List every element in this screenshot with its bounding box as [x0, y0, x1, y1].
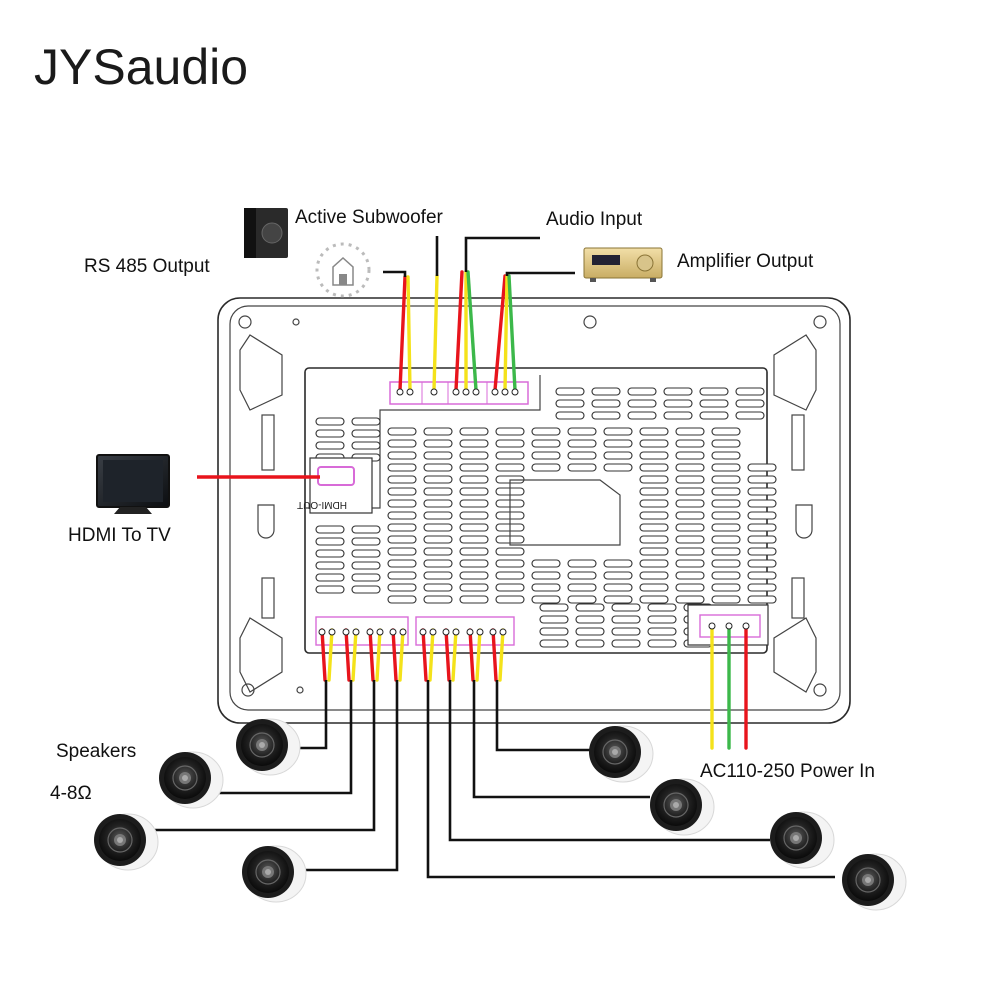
- wire-bundle: [318, 236, 750, 750]
- ceiling-speaker-icon: [241, 845, 307, 903]
- speaker-leads: [145, 680, 835, 879]
- home-network-icon: [315, 242, 371, 298]
- amplifier-icon: [583, 247, 663, 282]
- active-subwoofer-label: Active Subwoofer: [295, 207, 444, 228]
- vent-grid: [315, 387, 777, 648]
- ceiling-speaker-icon: [93, 813, 159, 871]
- hdmi-port-label: HDMI-OUT: [297, 499, 347, 510]
- hdmi-out-port: HDMI-OUT: [297, 457, 373, 514]
- audio-input-label: Audio Input: [546, 209, 643, 230]
- ceiling-speaker-icon: [841, 853, 907, 911]
- hdmi-to-tv-label: HDMI To TV: [68, 525, 171, 546]
- device-back-panel: HDMI-OUT: [217, 297, 851, 724]
- ceiling-speaker-icon: [769, 811, 835, 869]
- brand-logo: JYSaudio: [34, 39, 248, 95]
- brand-logo-text: JYSaudio: [34, 39, 248, 95]
- impedance-label: 4-8Ω: [50, 783, 92, 804]
- speakers-label: Speakers: [56, 741, 136, 762]
- ceiling-speaker-icon: [649, 778, 715, 836]
- amplifier-output-label: Amplifier Output: [677, 251, 814, 272]
- ceiling-speaker-icon: [588, 725, 654, 783]
- tv-icon: [96, 454, 170, 514]
- power-in-label: AC110-250 Power In: [700, 761, 875, 782]
- speaker-array: [93, 718, 907, 911]
- ceiling-speaker-icon: [158, 751, 224, 809]
- ceiling-speaker-icon: [235, 718, 301, 776]
- rs485-output-label: RS 485 Output: [84, 256, 210, 277]
- subwoofer-icon: [244, 208, 288, 258]
